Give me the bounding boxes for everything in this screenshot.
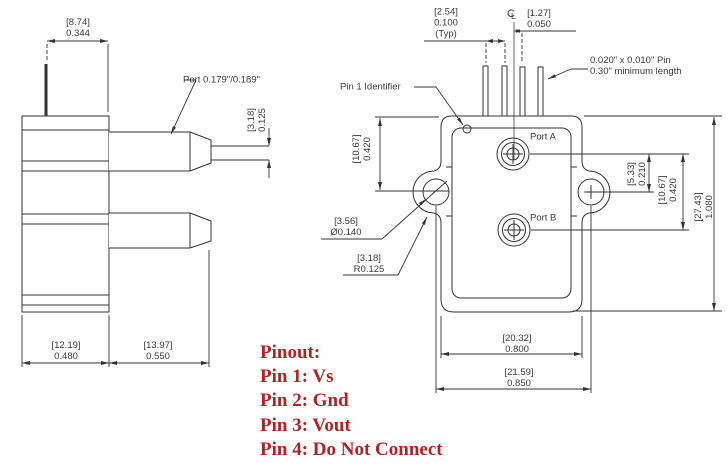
front-view-pins bbox=[482, 65, 544, 118]
dim-pin-to-edge: [8.74] 0.344 bbox=[66, 17, 90, 39]
dim-body-width-inch: 0.800 bbox=[505, 344, 529, 355]
dim-pin-pitch-note: (Typ) bbox=[435, 28, 457, 40]
dim-pin-to-edge-inch: 0.344 bbox=[66, 28, 90, 39]
dim-porta-to-hole: [5.33] 0.210 bbox=[626, 162, 648, 186]
port-size-label: Port 0.179"/0.189" bbox=[183, 74, 260, 86]
dim-port-spacing-inch: 0.420 bbox=[668, 178, 679, 202]
dim-hole-spacing: [21.59] 0.850 bbox=[504, 367, 533, 389]
dim-port-spacing-mm: [10.67] bbox=[657, 175, 668, 205]
dim-hole-diameter-inch: Ø0.140 bbox=[330, 227, 362, 238]
dim-port-spacing: [10.67] 0.420 bbox=[657, 175, 679, 204]
dim-port-od: [3.18] 0.125 bbox=[246, 108, 268, 132]
dim-body-depth: [12.19] 0.480 bbox=[51, 340, 80, 362]
dim-body-depth-mm: [12.19] bbox=[51, 340, 81, 351]
dim-lobe-radius: [3.18] R0.125 bbox=[354, 253, 385, 275]
dim-port-length: [13.97] 0.550 bbox=[143, 340, 172, 362]
dim-hole-diameter-mm: [3.56] bbox=[334, 216, 358, 227]
pinout-pin-3: Pin 3: Vout bbox=[260, 415, 351, 436]
side-view-body bbox=[21, 64, 269, 313]
pin-spec-line1: 0.020" x 0.010" Pin bbox=[590, 55, 671, 66]
dim-pin-to-center: [1.27] 0.050 bbox=[527, 8, 551, 30]
dim-pin-to-center-mm: [1.27] bbox=[527, 8, 551, 19]
dim-porta-to-hole-mm: [5.33] bbox=[626, 162, 637, 186]
dim-body-height-mm: [27.43] bbox=[693, 192, 704, 222]
pinout-pin-2: Pin 2: Gnd bbox=[260, 390, 349, 411]
dim-pin-to-edge-mm: [8.74] bbox=[66, 17, 90, 28]
pin1-identifier-label: Pin 1 Identifier bbox=[340, 81, 401, 93]
port-a-label: Port A bbox=[530, 131, 556, 143]
dim-top-to-hole-mm: [10.67] bbox=[351, 134, 362, 164]
dim-port-od-inch: 0.125 bbox=[257, 108, 268, 132]
dim-porta-to-hole-inch: 0.210 bbox=[637, 162, 648, 186]
pin-spec-line2: 0.30" minimum length bbox=[590, 66, 682, 77]
dim-pin-to-center-inch: 0.050 bbox=[527, 19, 551, 30]
dim-hole-spacing-mm: [21.59] bbox=[504, 367, 534, 378]
dim-port-length-inch: 0.550 bbox=[146, 351, 170, 362]
dim-top-to-hole-inch: 0.420 bbox=[362, 137, 373, 161]
dim-lobe-radius-inch: R0.125 bbox=[353, 264, 385, 275]
dim-port-length-mm: [13.97] bbox=[143, 340, 173, 351]
dim-pin-pitch: [2.54] 0.100 (Typ) bbox=[434, 7, 458, 40]
front-view-body bbox=[412, 115, 611, 313]
port-b-label: Port B bbox=[530, 212, 557, 224]
dim-port-od-mm: [3.18] bbox=[246, 108, 257, 132]
dim-body-height-inch: 1.080 bbox=[704, 195, 715, 219]
pinout-pin-1: Pin 1: Vs bbox=[260, 366, 334, 387]
dim-lobe-radius-mm: [3.18] bbox=[357, 253, 381, 264]
dim-body-width: [20.32] 0.800 bbox=[502, 333, 531, 355]
pinout-title: Pinout: bbox=[260, 342, 321, 363]
dim-top-to-hole: [10.67] 0.420 bbox=[351, 134, 373, 163]
dim-hole-diameter: [3.56] Ø0.140 bbox=[330, 216, 361, 238]
dim-pin-pitch-inch: 0.100 bbox=[434, 17, 458, 29]
pin-spec: 0.020" x 0.010" Pin 0.30" minimum length bbox=[590, 55, 682, 77]
dim-body-width-mm: [20.32] bbox=[502, 333, 532, 344]
dim-pin-pitch-mm: [2.54] bbox=[434, 6, 458, 18]
pinout-pin-4: Pin 4: Do Not Connect bbox=[260, 439, 443, 460]
dim-body-depth-inch: 0.480 bbox=[54, 351, 78, 362]
dim-hole-spacing-inch: 0.850 bbox=[507, 378, 531, 389]
front-view-dimension-lines bbox=[321, 22, 722, 393]
dimension-arrowheads bbox=[22, 29, 716, 391]
dim-body-height: [27.43] 1.080 bbox=[693, 192, 715, 221]
